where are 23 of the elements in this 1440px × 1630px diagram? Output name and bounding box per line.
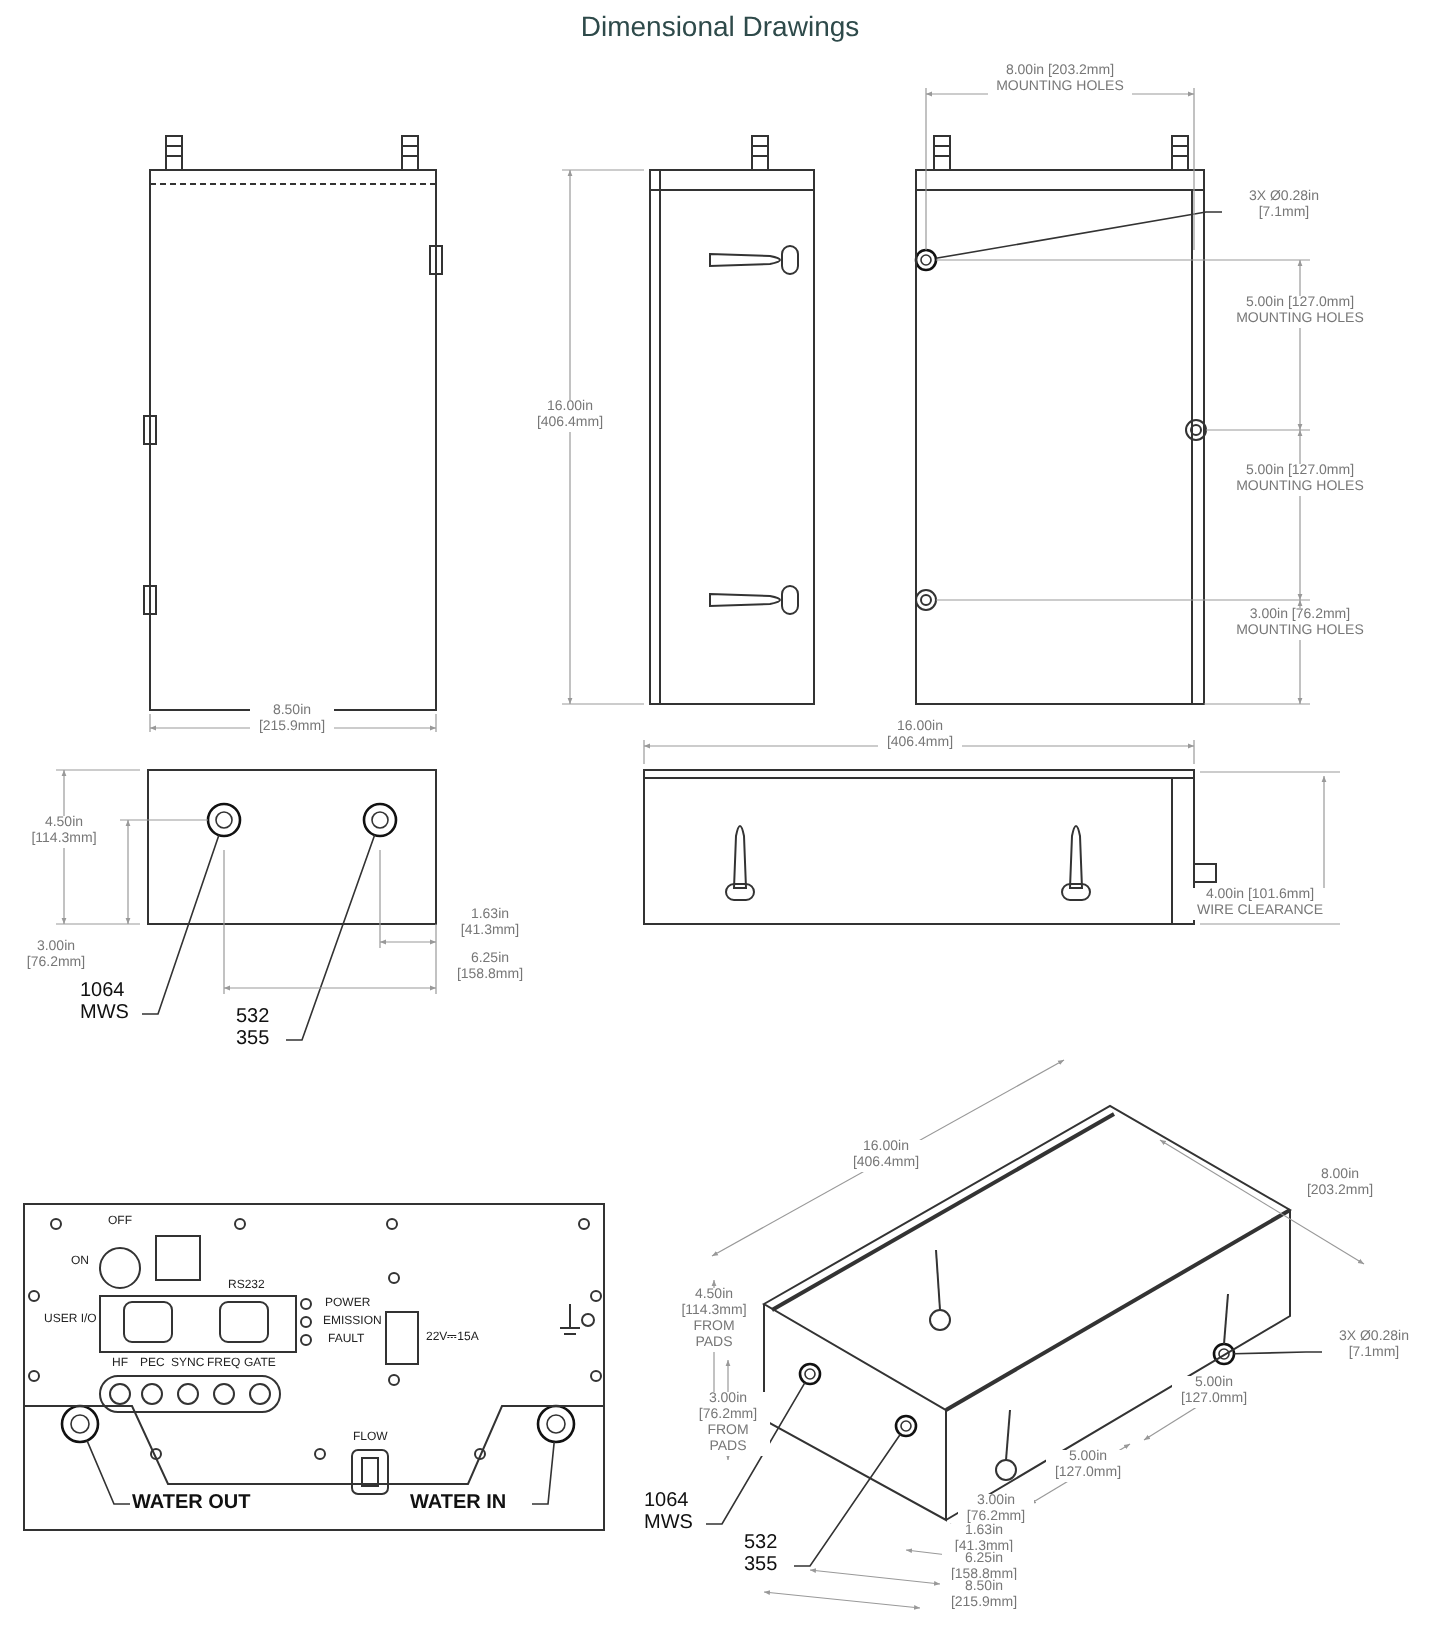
leader-line <box>705 1381 806 1525</box>
leader-line <box>285 834 376 1041</box>
callout-label: 1064 MWS <box>80 980 140 1024</box>
connector-port <box>206 802 242 838</box>
connector-port <box>798 1362 822 1386</box>
callout-label: WATER IN <box>410 1492 530 1514</box>
water-fitting <box>536 1404 576 1444</box>
mounting-hole <box>914 248 938 272</box>
water-fitting <box>60 1404 100 1444</box>
leader-line <box>141 834 220 1015</box>
callout-label: 532 355 <box>744 1532 792 1576</box>
page-title: Dimensional Drawings <box>578 10 862 42</box>
leader-line <box>531 1441 555 1505</box>
leader-line <box>1233 1351 1323 1355</box>
leader-line <box>793 1433 902 1567</box>
callout-label: 1064 MWS <box>644 1490 704 1534</box>
mounting-hole <box>1212 1342 1236 1366</box>
connector-port <box>894 1414 918 1438</box>
callout-label: WATER OUT <box>132 1492 272 1514</box>
connector-port <box>362 802 398 838</box>
leader-line <box>935 211 1223 260</box>
leader-line <box>86 1439 131 1505</box>
callout-label: 532 355 <box>236 1006 284 1050</box>
